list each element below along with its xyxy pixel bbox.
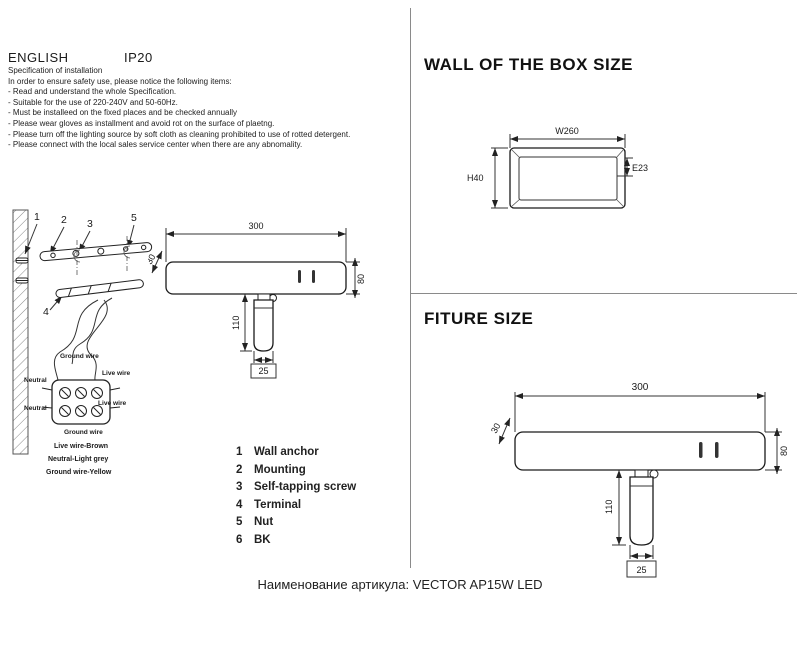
height-dimension [765, 428, 782, 474]
wire-label-live-bottom: Live wire [98, 400, 127, 407]
part-row: 5 Nut [236, 514, 356, 532]
wire-label-neutral-bottom: Neutral [24, 405, 47, 412]
ip-rating-label: IP20 [124, 50, 153, 65]
arm-dimension [612, 470, 626, 546]
callout-1: 1 [34, 211, 40, 223]
part-row: 1 Wall anchor [236, 444, 356, 462]
part-label: Mounting [254, 463, 306, 476]
part-label: BK [254, 533, 271, 546]
spec-item: - Read and understand the whole Specific… [8, 87, 177, 97]
fixture-backplate [55, 279, 144, 299]
spec-item: - Please turn off the lighting source by… [8, 129, 351, 139]
switch-slots [298, 270, 315, 283]
language-label: ENGLISH [8, 50, 69, 65]
reading-tube [629, 476, 654, 546]
callout-2: 2 [61, 214, 67, 226]
part-number: 5 [236, 516, 243, 528]
swivel-knob [649, 469, 659, 479]
spec-item: - Suitable for the use of 220-240V and 5… [8, 97, 178, 107]
legend-neutral-wire: Neutral-Light grey [48, 456, 108, 463]
part-number: 3 [236, 481, 243, 493]
width-dimension [514, 392, 766, 432]
wall-box-drawing: W260 H40 E23 [467, 126, 648, 209]
dim-depth-label: 30 [489, 421, 503, 435]
depth-dimension [151, 250, 163, 274]
part-number: 1 [236, 446, 243, 458]
fixture-size-title: FITURE SIZE [424, 309, 534, 328]
part-row: 4 Terminal [236, 497, 356, 515]
fixture-dimension-drawing: 300 30 80 110 [148, 221, 366, 379]
box-inner [518, 156, 618, 201]
part-row: 3 Self-tapping screw [236, 479, 356, 497]
dim-height-label: 80 [779, 446, 789, 456]
wall-anchor-screws [15, 257, 29, 284]
installation-diagram: 1 2 3 5 4 [12, 209, 153, 476]
dim-depth-label: 30 [148, 252, 157, 266]
box-height-dimension [491, 147, 508, 209]
spec-item: - Please connect with the local sales se… [8, 140, 303, 150]
box-corner-lines [510, 148, 625, 208]
part-row: 2 Mounting [236, 462, 356, 480]
wire-label-ground-bottom: Ground wire [64, 429, 103, 436]
legend-ground-wire: Ground wire-Yellow [46, 469, 112, 476]
part-row: 6 BK [236, 532, 356, 550]
dim-box-height-label: H40 [467, 173, 484, 183]
tube-neck [257, 293, 271, 301]
dim-width-label: 300 [248, 221, 263, 231]
part-label: Nut [254, 516, 274, 528]
fixture-body [165, 261, 347, 295]
spec-item: - Please wear gloves as installment and … [8, 118, 275, 128]
terminal-block [41, 379, 121, 425]
callout-leaders [24, 223, 135, 311]
wire-label-live-top: Live wire [102, 370, 131, 377]
dim-width-label: 300 [632, 382, 649, 393]
spec-title: Specification of installation [8, 66, 103, 75]
dim-box-width-label: W260 [555, 126, 579, 136]
part-label: Self-tapping screw [254, 481, 357, 493]
wire-label-ground-top: Ground wire [60, 353, 99, 360]
dim-arm-label: 110 [604, 500, 614, 514]
vertical-divider [410, 8, 411, 568]
box-width-dimension [509, 134, 626, 148]
box-outer [509, 147, 626, 209]
dim-tube-label: 25 [636, 565, 646, 575]
spec-block: Specification of installation In order t… [8, 66, 428, 151]
tube-neck [634, 469, 649, 478]
part-number: 6 [236, 533, 243, 546]
height-dimension [346, 258, 360, 298]
tube-width-dimension [626, 545, 657, 578]
arm-dimension [240, 294, 252, 352]
wall-hatch [12, 209, 29, 455]
dim-tube-label: 25 [258, 366, 268, 376]
wire-label-neutral-top: Neutral [24, 377, 47, 384]
tube-width-dimension [250, 351, 277, 379]
callout-3: 3 [87, 218, 93, 230]
switch-slots [699, 442, 719, 458]
wires [53, 297, 113, 381]
part-number: 2 [236, 463, 243, 476]
dim-arm-label: 110 [231, 316, 241, 330]
spec-intro: In order to ensure safety use, please no… [8, 76, 232, 86]
part-number: 4 [236, 498, 243, 511]
fixture-size-drawing: 300 30 80 110 [489, 382, 789, 578]
horizontal-divider [410, 293, 797, 294]
callout-5: 5 [131, 212, 137, 224]
box-depth-dimension [617, 157, 633, 177]
depth-dimension [498, 417, 511, 445]
width-dimension [165, 228, 347, 262]
article-name: Наименование артикула: VECTOR AP15W LED [257, 577, 543, 592]
part-label: Terminal [254, 498, 302, 511]
legend-live-wire: Live wire-Brown [54, 443, 108, 450]
wall-box-title: WALL OF THE BOX SIZE [424, 55, 633, 74]
part-label: Wall anchor [254, 446, 319, 458]
reading-tube [253, 299, 274, 352]
dim-box-depth-label: E23 [632, 163, 648, 173]
parts-list: 1 Wall anchor 2 Mounting 3 Self-tapping … [236, 444, 356, 549]
mounting-bracket [39, 242, 153, 262]
spec-item: - Must be installeed on the fixed places… [8, 108, 238, 118]
clamp-marks [73, 236, 131, 276]
fixture-body [514, 431, 766, 471]
dim-height-label: 80 [356, 274, 366, 284]
callout-4: 4 [43, 306, 49, 318]
